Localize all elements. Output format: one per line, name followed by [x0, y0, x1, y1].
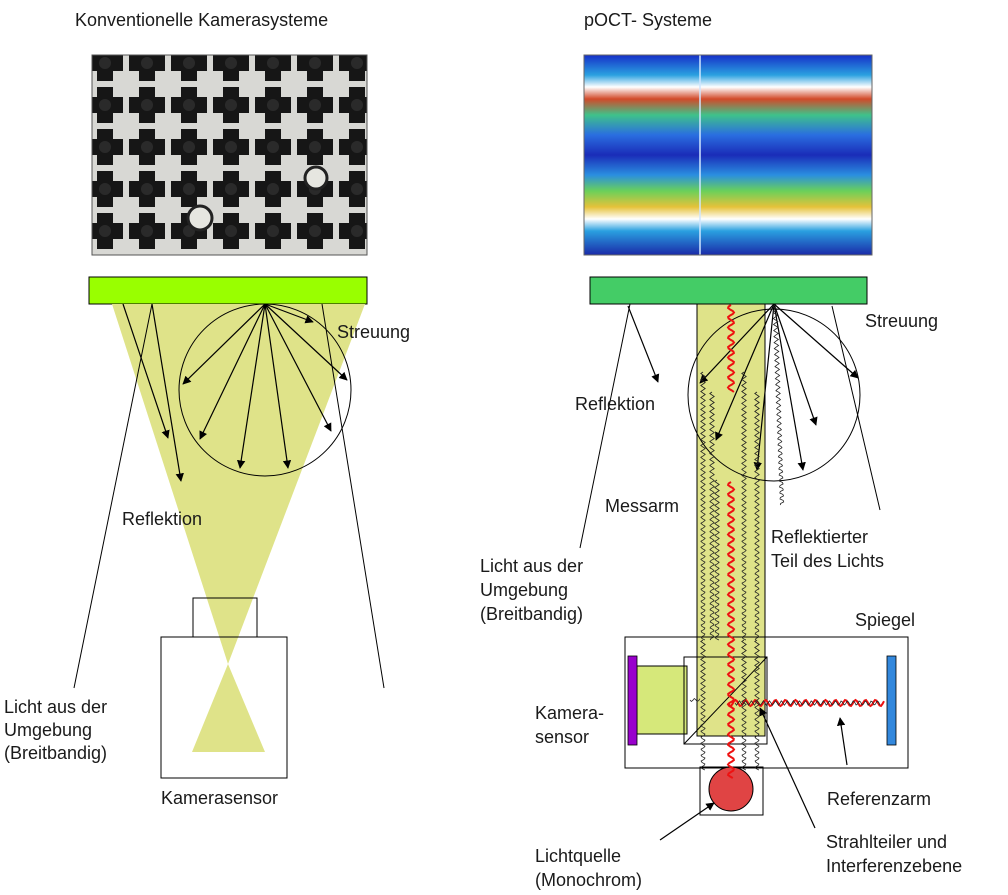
right-camera-block [636, 665, 688, 735]
right-label-lichtquelle-1: Lichtquelle [535, 846, 621, 866]
left-label-streuung: Streuung [337, 322, 410, 342]
right-label-licht-1: Licht aus der [480, 556, 583, 576]
right-label-reflektierter-1: Reflektierter [771, 527, 868, 547]
left-scatter-arrows [182, 303, 348, 469]
right-device-box [624, 636, 909, 769]
right-title: pOCT- Systeme [584, 10, 712, 30]
black-wave-reflected [772, 304, 785, 506]
black-wave-camera [689, 697, 701, 703]
left-camera-body [160, 636, 288, 779]
right-scatter-arrows [699, 303, 859, 471]
right-oct-image [583, 54, 873, 256]
left-ambient-light-lines [73, 303, 385, 689]
right-label-strahlteiler-2: Interferenzebene [826, 856, 962, 876]
left-light-cone [112, 304, 365, 664]
left-light-cone-lower [192, 664, 265, 752]
left-label-licht-3: (Breitbandig) [4, 743, 107, 763]
left-label-licht-1: Licht aus der [4, 697, 107, 717]
right-label-kamerasensor-1: Kamera- [535, 703, 604, 723]
left-panel: Konventionelle Kamerasysteme [4, 10, 410, 808]
right-label-licht-2: Umgebung [480, 580, 568, 600]
red-wave-measurement-top [726, 304, 736, 393]
left-reflection-arrows [122, 303, 184, 482]
black-wave-arm-1 [709, 391, 715, 641]
right-label-streuung: Streuung [865, 311, 938, 331]
black-wave-lower-1 [741, 639, 747, 771]
right-surface-bar [589, 276, 868, 305]
right-camera-sensor-bar [627, 655, 638, 746]
black-wave-reference [734, 700, 881, 706]
right-wave-lines [689, 304, 885, 779]
left-label-licht-2: Umgebung [4, 720, 92, 740]
left-label-kamerasensor: Kamerasensor [161, 788, 278, 808]
right-label-referenzarm: Referenzarm [827, 789, 931, 809]
black-wave-lower-0 [700, 639, 706, 771]
right-label-strahlteiler-1: Strahlteiler und [826, 832, 947, 852]
left-surface-bar [88, 276, 368, 305]
right-label-messarm: Messarm [605, 496, 679, 516]
black-wave-arm-0 [700, 371, 706, 641]
right-light-source [708, 766, 754, 812]
black-wave-arm-3 [754, 391, 760, 641]
right-label-licht-3: (Breitbandig) [480, 604, 583, 624]
left-surface-image [91, 54, 368, 256]
right-reflection-arrow [627, 305, 660, 383]
black-wave-arm-4 [714, 479, 720, 641]
right-label-reflektierter-2: Teil des Lichts [771, 551, 884, 571]
right-label-reflektion: Reflektion [575, 394, 655, 414]
right-pointer-arrows [659, 707, 848, 841]
red-wave-measurement-arm [726, 481, 736, 779]
right-mirror [886, 655, 897, 746]
right-ambient-light-lines [579, 303, 881, 549]
right-label-lichtquelle-2: (Monochrom) [535, 870, 642, 890]
right-panel: pOCT- Systeme [480, 10, 962, 890]
left-label-reflektion: Reflektion [122, 509, 202, 529]
left-title: Konventionelle Kamerasysteme [75, 10, 328, 30]
right-label-kamerasensor-2: sensor [535, 727, 589, 747]
black-wave-lower-2 [754, 639, 760, 771]
right-label-spiegel: Spiegel [855, 610, 915, 630]
black-wave-arm-2 [741, 371, 747, 641]
